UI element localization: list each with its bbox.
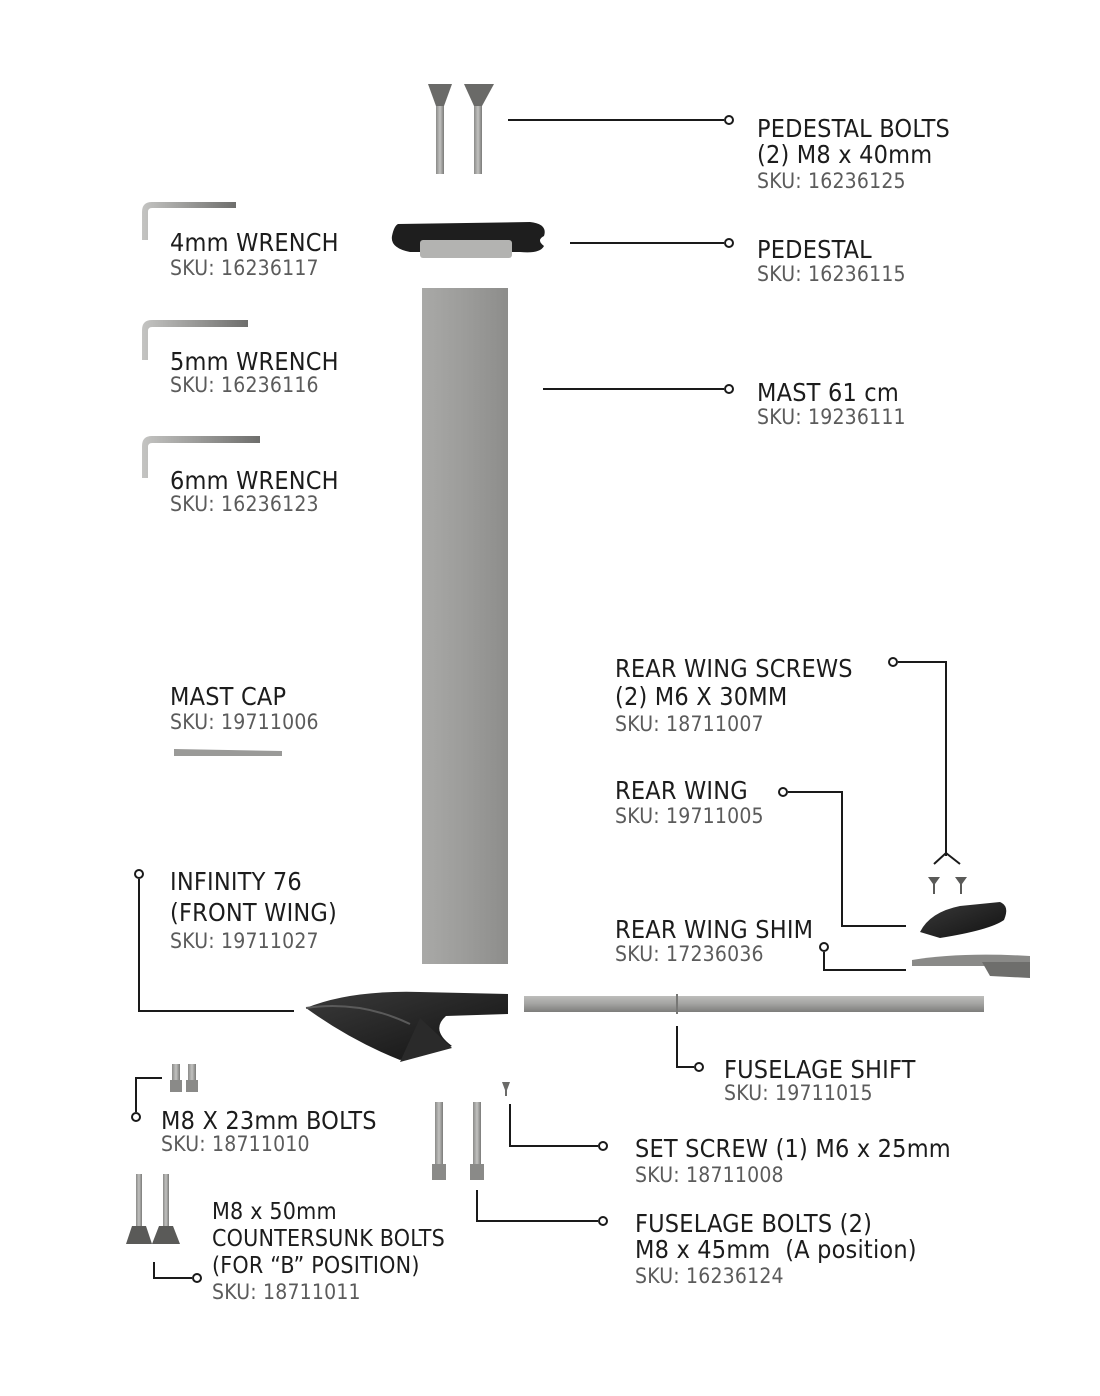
rear-wing-title: REAR WING xyxy=(615,776,748,805)
pedestal-icon xyxy=(391,222,545,258)
fuselage-bolts-title-2: M8 x 45mm (A position) xyxy=(635,1235,917,1264)
label-wrench-5mm: 5mm WRENCH SKU: 16236116 xyxy=(170,349,339,396)
mast-icon xyxy=(422,288,508,964)
set-screw-title: SET SCREW (1) M6 x 25mm xyxy=(635,1134,951,1163)
leader-fuselage-bolts xyxy=(476,1190,598,1222)
pedestal-sku: SKU: 16236115 xyxy=(757,262,906,286)
pedestal-bolts-icon xyxy=(428,84,494,174)
label-fuselage-bolts: FUSELAGE BOLTS (2) M8 x 45mm (A position… xyxy=(635,1211,917,1287)
front-wing-title-1: INFINITY 76 xyxy=(170,867,302,896)
countersunk-bolts-title-2: COUNTERSUNK BOLTS xyxy=(212,1226,445,1252)
pedestal-bolts-title-2: (2) M8 x 40mm xyxy=(757,140,933,169)
front-wing-icon xyxy=(305,991,508,1062)
countersunk-bolts-sku: SKU: 18711011 xyxy=(212,1280,361,1304)
wrench-5mm-title: 5mm WRENCH xyxy=(170,347,339,376)
label-rear-wing-screws: REAR WING SCREWS (2) M6 X 30MM SKU: 1871… xyxy=(615,656,853,735)
wrench-5mm-icon xyxy=(142,320,248,360)
leader-front-wing xyxy=(138,879,294,1012)
label-fuselage-shift: FUSELAGE SHIFT SKU: 19711015 xyxy=(724,1057,916,1104)
countersunk-bolts-title-3: (FOR “B” POSITION) xyxy=(212,1253,420,1279)
leader-rear-wing-shim xyxy=(823,952,906,971)
label-mast: MAST 61 cm SKU: 19236111 xyxy=(757,380,906,428)
countersunk-bolts-icon xyxy=(126,1174,180,1244)
leader-rear-wing-screws xyxy=(898,661,961,865)
label-rear-wing: REAR WING SKU: 19711005 xyxy=(615,778,764,827)
label-front-wing: INFINITY 76 (FRONT WING) SKU: 19711027 xyxy=(170,869,337,952)
m8x23-bolts-icon xyxy=(170,1064,198,1092)
label-countersunk-bolts: M8 x 50mm COUNTERSUNK BOLTS (FOR “B” POS… xyxy=(212,1201,445,1303)
pedestal-bolts-sku: SKU: 16236125 xyxy=(757,169,906,193)
label-pedestal-bolts: PEDESTAL BOLTS (2) M8 x 40mm SKU: 162361… xyxy=(757,116,950,192)
set-screw-sku: SKU: 18711008 xyxy=(635,1163,784,1187)
front-wing-sku: SKU: 19711027 xyxy=(170,929,319,953)
pedestal-bolts-title-1: PEDESTAL BOLTS xyxy=(757,114,951,143)
leader-countersunk-bolts xyxy=(153,1262,192,1279)
fuselage-shift-title: FUSELAGE SHIFT xyxy=(724,1055,916,1084)
label-rear-wing-shim: REAR WING SHIM SKU: 17236036 xyxy=(615,917,813,965)
mast-cap-title: MAST CAP xyxy=(170,682,287,711)
rear-wing-screws-icon xyxy=(928,877,967,894)
leader-rear-wing xyxy=(788,791,906,927)
fuselage-icon xyxy=(524,996,984,1012)
mast-cap-icon xyxy=(174,749,282,756)
rear-wing-screws-title-1: REAR WING SCREWS xyxy=(615,654,853,683)
fuselage-bolts-sku: SKU: 16236124 xyxy=(635,1264,784,1288)
label-m8x23-bolts: M8 X 23mm BOLTS SKU: 18711010 xyxy=(161,1108,377,1155)
rear-wing-shim-sku: SKU: 17236036 xyxy=(615,942,764,966)
leader-fuselage-shift xyxy=(676,1026,694,1068)
leader-m8x23-bolts xyxy=(135,1077,162,1112)
label-mast-cap: MAST CAP SKU: 19711006 xyxy=(170,684,319,733)
rear-wing-screws-title-2: (2) M6 X 30MM xyxy=(615,682,788,711)
wrench-5mm-sku: SKU: 16236116 xyxy=(170,373,319,397)
pedestal-title: PEDESTAL xyxy=(757,235,872,264)
leader-lines xyxy=(131,115,961,1283)
countersunk-bolts-title-1: M8 x 50mm xyxy=(212,1199,337,1225)
fuselage-bolts-title-1: FUSELAGE BOLTS (2) xyxy=(635,1209,873,1238)
wrench-4mm-sku: SKU: 16236117 xyxy=(170,256,319,280)
mast-sku: SKU: 19236111 xyxy=(757,405,906,429)
label-wrench-4mm: 4mm WRENCH SKU: 16236117 xyxy=(170,230,339,279)
wrench-4mm-title: 4mm WRENCH xyxy=(170,228,339,257)
leader-set-screw xyxy=(509,1104,598,1147)
set-screw-icon xyxy=(502,1082,510,1096)
fuselage-bolts-icon xyxy=(432,1102,484,1180)
rear-wing-icon xyxy=(920,902,1007,938)
label-pedestal: PEDESTAL SKU: 16236115 xyxy=(757,237,906,285)
rear-wing-screws-sku: SKU: 18711007 xyxy=(615,712,764,736)
front-wing-title-2: (FRONT WING) xyxy=(170,898,338,927)
label-wrench-6mm: 6mm WRENCH SKU: 16236123 xyxy=(170,468,339,515)
fuselage-shift-sku: SKU: 19711015 xyxy=(724,1081,873,1105)
rear-wing-shim-icon xyxy=(912,954,1030,978)
m8x23-bolts-title: M8 X 23mm BOLTS xyxy=(161,1106,377,1135)
mast-title: MAST 61 cm xyxy=(757,378,899,407)
rear-wing-sku: SKU: 19711005 xyxy=(615,804,764,828)
mast-cap-sku: SKU: 19711006 xyxy=(170,710,319,734)
rear-wing-shim-title: REAR WING SHIM xyxy=(615,915,814,944)
label-set-screw: SET SCREW (1) M6 x 25mm SKU: 18711008 xyxy=(635,1136,951,1186)
m8x23-bolts-sku: SKU: 18711010 xyxy=(161,1132,310,1156)
wrench-6mm-icon xyxy=(142,436,260,478)
wrench-6mm-title: 6mm WRENCH xyxy=(170,466,339,495)
wrench-6mm-sku: SKU: 16236123 xyxy=(170,492,319,516)
wrench-4mm-icon xyxy=(142,202,236,240)
